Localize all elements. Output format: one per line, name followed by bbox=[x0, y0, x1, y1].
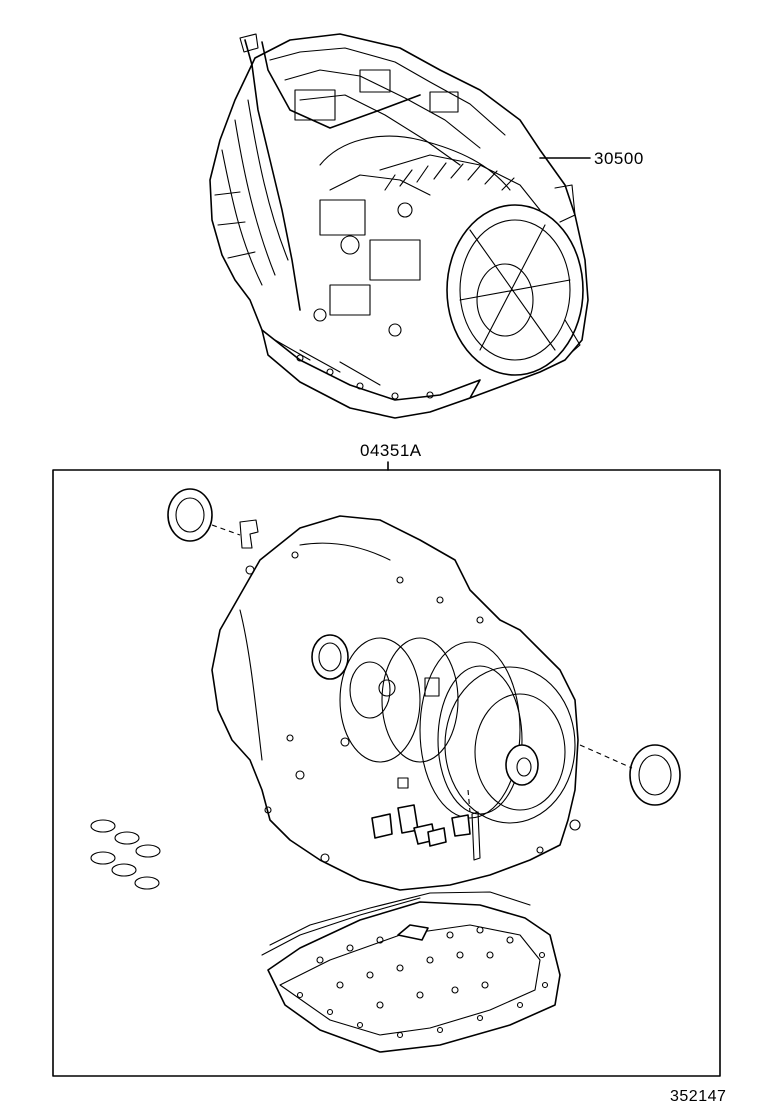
transaxle-assembly-illustration[interactable] bbox=[209, 33, 589, 419]
oil-seal-right[interactable] bbox=[629, 744, 681, 806]
part-number-30500[interactable]: 30500 bbox=[594, 149, 644, 168]
drawing-number: 352147 bbox=[670, 1088, 726, 1105]
o-ring-set[interactable] bbox=[90, 819, 161, 890]
oil-seal-left[interactable] bbox=[167, 488, 213, 542]
kit-frame bbox=[52, 469, 721, 1077]
overhaul-kit-illustration[interactable] bbox=[90, 488, 681, 1053]
part-number-04351A[interactable]: 04351A bbox=[360, 441, 422, 460]
oil-pan-gasket[interactable] bbox=[261, 891, 561, 1053]
oil-seal-center[interactable] bbox=[311, 634, 349, 680]
